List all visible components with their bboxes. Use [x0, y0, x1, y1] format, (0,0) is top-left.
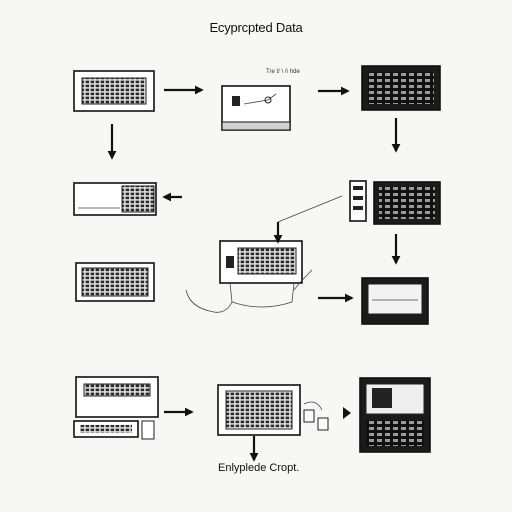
central-computer	[185, 240, 313, 313]
keyboard-device-top-left	[73, 70, 155, 112]
arrow-to-circuit-panel	[343, 407, 351, 419]
diagram-caption: Enlyplede Cropt.	[218, 462, 300, 474]
server-unit-left	[73, 182, 157, 216]
encryption-box-top-center	[221, 85, 291, 131]
keyboard-terminal-bottom-center	[217, 384, 329, 436]
mini-rack-right	[349, 180, 367, 222]
desktop-computer-bottom-left	[73, 376, 159, 440]
diagram-title: Ecyprcpted Data	[209, 20, 303, 35]
link-rack-to-computer	[277, 195, 343, 223]
control-panel-top-right	[361, 65, 441, 111]
circuit-panel-bottom-right	[359, 377, 431, 453]
display-monitor-right	[361, 277, 429, 325]
terminal-right	[373, 181, 441, 225]
small-label: Tre t/ \ /\ hde	[266, 69, 300, 75]
keyboard-device-middle-left	[75, 262, 155, 302]
